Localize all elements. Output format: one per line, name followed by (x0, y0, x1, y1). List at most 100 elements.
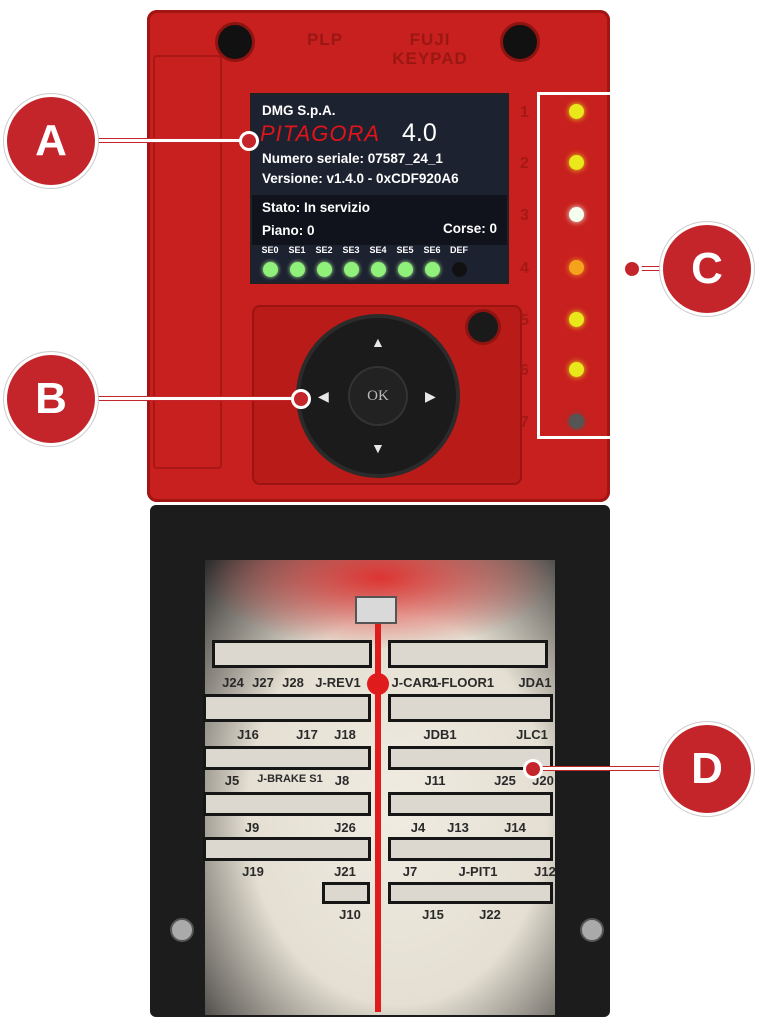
status-led (569, 207, 584, 222)
connector-label: J27 (252, 675, 274, 690)
mounting-hole (500, 22, 540, 62)
indicator-label: SE5 (396, 245, 414, 255)
connector-label: J21 (334, 864, 356, 879)
indicator-light (263, 262, 278, 277)
brand-fuji-keypad: FUJI KEYPAD (392, 30, 468, 68)
callout-d-line (535, 767, 665, 770)
indicator-label: SE1 (288, 245, 306, 255)
callout-d-dot (523, 759, 543, 779)
led-number: 1 (520, 104, 529, 121)
connector-label: J28 (282, 675, 304, 690)
callout-b: B (4, 352, 98, 446)
ok-button[interactable]: OK (350, 368, 406, 424)
connector-label: J7 (402, 864, 418, 879)
brand-plp: PLP (306, 30, 344, 49)
connector-label: J8 (334, 773, 350, 788)
led-number: 2 (520, 155, 529, 172)
connector-label: J-FLOOR1 (429, 675, 495, 690)
status-led (569, 260, 584, 275)
status-led (569, 104, 584, 119)
callout-d: D (660, 722, 754, 816)
arrow-down-button[interactable]: ▼ (371, 440, 385, 456)
connector-label: J5 (224, 773, 240, 788)
indicator-light (398, 262, 413, 277)
callout-c-dot (622, 259, 642, 279)
connector-block (203, 746, 371, 770)
company-name: DMG S.p.A. (262, 103, 336, 118)
status-led (569, 312, 584, 327)
indicator-light (290, 262, 305, 277)
status-led (569, 414, 584, 429)
runs-text: Corse: 0 (442, 221, 497, 236)
callout-b-dot (291, 389, 311, 409)
pitagora-logo: PITAGORA (260, 121, 381, 146)
callout-a-line (90, 139, 248, 142)
indicator-label: SE0 (261, 245, 279, 255)
connector-block (322, 882, 370, 904)
connector-label: J18 (334, 727, 356, 742)
aux-button[interactable] (468, 312, 498, 342)
connector-label: JDB1 (423, 727, 457, 742)
indicator-label: SE3 (342, 245, 360, 255)
connector-label: J10 (339, 907, 361, 922)
connector-block (388, 792, 553, 816)
status-text: Stato: In servizio (262, 200, 371, 215)
connector-label: J22 (479, 907, 501, 922)
led-highlight-box (537, 92, 632, 439)
arrow-right-button[interactable]: ▶ (425, 388, 436, 404)
indicator-label: SE2 (315, 245, 333, 255)
firmware-version: Versione: v1.4.0 - 0xCDF920A6 (262, 171, 459, 186)
connector-block (388, 837, 553, 861)
usb-port[interactable] (355, 596, 397, 624)
mounting-hole (215, 22, 255, 62)
callout-a-dot (239, 131, 259, 151)
connector-block (388, 694, 553, 722)
connector-label: J9 (244, 820, 260, 835)
indicator-light (371, 262, 386, 277)
connector-block (203, 792, 371, 816)
connector-label: J14 (504, 820, 526, 835)
arrow-up-button[interactable]: ▲ (371, 334, 385, 350)
divider-dot (367, 673, 389, 695)
connector-label: J11 (424, 773, 446, 788)
connector-label: J4 (410, 820, 426, 835)
connector-label: J12 (534, 864, 556, 879)
led-number: 6 (520, 362, 529, 379)
connector-label: J16 (237, 727, 259, 742)
status-band (252, 195, 507, 245)
lcd-screen: DMG S.p.A. PITAGORA 4.0 Numero seriale: … (250, 93, 509, 284)
serial-number: Numero seriale: 07587_24_1 (262, 151, 443, 166)
connector-label: J15 (422, 907, 444, 922)
callout-b-line (90, 397, 300, 400)
indicator-label: SE4 (369, 245, 387, 255)
led-number: 5 (520, 312, 529, 329)
connector-label: J19 (242, 864, 264, 879)
screw (580, 918, 604, 942)
led-number: 4 (520, 260, 529, 277)
led-number: 3 (520, 207, 529, 224)
indicator-light (344, 262, 359, 277)
connector-label: J-BRAKE S1 (257, 773, 323, 785)
connector-label: J-REV1 (315, 675, 361, 690)
connector-label: J24 (222, 675, 244, 690)
connector-block (388, 882, 553, 904)
callout-c: C (660, 222, 754, 316)
screw (170, 918, 194, 942)
connector-label: JLC1 (516, 727, 548, 742)
connector-label: J17 (296, 727, 318, 742)
connector-label: J13 (447, 820, 469, 835)
connector-label: J26 (334, 820, 356, 835)
callout-a: A (4, 94, 98, 188)
indicator-light (317, 262, 332, 277)
indicator-light (425, 262, 440, 277)
status-led (569, 155, 584, 170)
status-led (569, 362, 584, 377)
indicator-label: SE6 (423, 245, 441, 255)
connector-block (212, 640, 372, 668)
arrow-left-button[interactable]: ◀ (318, 388, 329, 404)
connector-label: JDA1 (518, 675, 552, 690)
indicator-label: DEF (450, 245, 468, 255)
floor-text: Piano: 0 (262, 223, 315, 238)
indicator-light-off (452, 262, 467, 277)
connector-label: J-PIT1 (458, 864, 498, 879)
